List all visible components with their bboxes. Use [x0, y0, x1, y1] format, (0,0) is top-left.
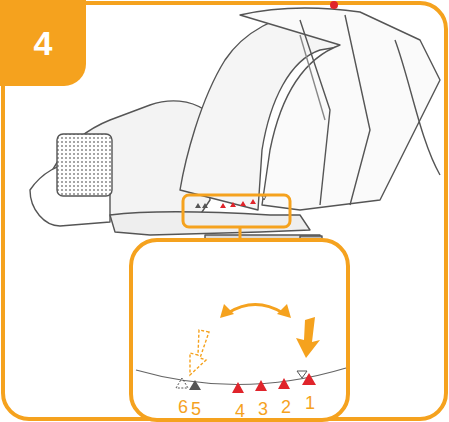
alt-arrow	[190, 330, 209, 375]
position-number: 3	[258, 400, 268, 418]
zoom-box	[131, 240, 348, 420]
scale-arc	[136, 368, 346, 385]
position-number: 6	[178, 398, 188, 416]
position-number: 2	[281, 398, 291, 416]
position-number: 5	[191, 400, 201, 418]
step-number: 4	[34, 24, 53, 63]
recline-arrow	[296, 317, 320, 358]
position-number: 1	[305, 394, 315, 412]
position-number: 4	[235, 402, 245, 420]
highlight-box	[183, 195, 290, 227]
scale-marks	[176, 371, 316, 393]
swing-arrow	[220, 304, 291, 318]
step-badge: 4	[0, 0, 86, 86]
recline-marks	[195, 196, 266, 208]
car-seat	[30, 8, 440, 243]
